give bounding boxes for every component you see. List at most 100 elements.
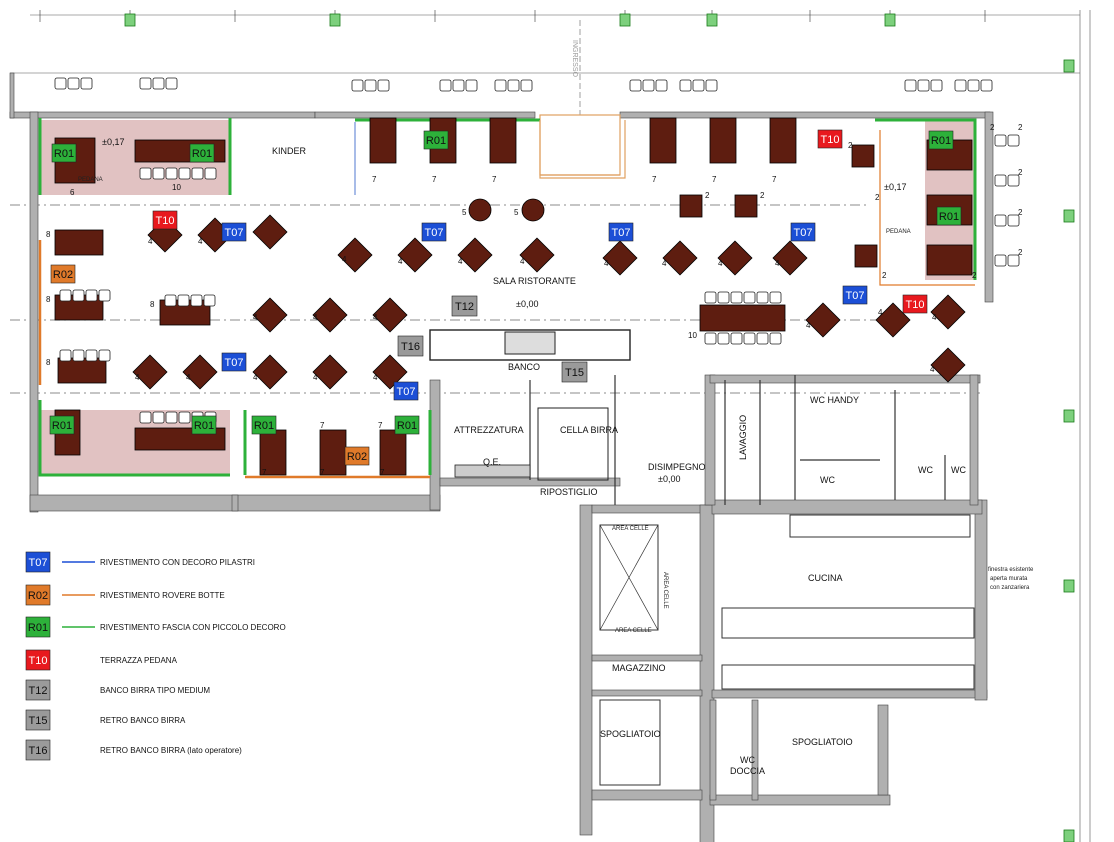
- seat-count: 6: [70, 188, 75, 197]
- seat-count: 4: [718, 259, 723, 268]
- chair: [980, 79, 993, 92]
- seat-count: 4: [878, 308, 883, 317]
- tag-box: [842, 285, 868, 305]
- wall-cucina-right: [974, 499, 988, 701]
- wall-cucina-top: [711, 499, 983, 515]
- chair: [59, 289, 72, 302]
- tag-label: T07: [425, 227, 444, 239]
- column-marker: [1063, 59, 1075, 73]
- seat-count: 2: [882, 271, 887, 280]
- chair: [994, 174, 1007, 187]
- table-square: [252, 297, 288, 333]
- tag-label: R01: [254, 420, 274, 432]
- tag-t10: T10: [152, 210, 178, 230]
- bar-counter-outline: [429, 329, 631, 361]
- wall-spog2-right: [877, 704, 889, 796]
- table-booth-lower: [379, 429, 407, 476]
- seat-count: 5: [462, 208, 467, 217]
- legend-code: T07: [29, 557, 48, 569]
- chair: [191, 167, 204, 180]
- wall-top-mid: [314, 111, 536, 119]
- legend-text: RIVESTIMENTO FASCIA CON PICCOLO DECORO: [100, 623, 286, 632]
- table-square: [772, 240, 808, 276]
- table-square: [372, 354, 408, 390]
- column-marker: [1063, 409, 1075, 423]
- legend-text: RIVESTIMENTO ROVERE BOTTE: [100, 591, 225, 600]
- table-square: [930, 347, 966, 383]
- chair: [72, 349, 85, 362]
- chair: [139, 167, 152, 180]
- tag-label: T07: [846, 290, 865, 302]
- chair: [520, 79, 533, 92]
- room-wc-doccia-wc: WC: [740, 755, 755, 765]
- seat-count: 7: [372, 175, 377, 184]
- beer-cell: [537, 407, 609, 481]
- seat-count: 4: [930, 365, 935, 374]
- tag-t07: T07: [221, 222, 247, 242]
- table-2: [734, 194, 758, 218]
- tag-box: [902, 294, 928, 314]
- chair: [165, 167, 178, 180]
- chair: [655, 79, 668, 92]
- room-ripostiglio: RIPOSTIGLIO: [540, 487, 598, 497]
- legend-text: RIVESTIMENTO CON DECORO PILASTRI: [100, 558, 255, 567]
- table-square: [372, 297, 408, 333]
- chair: [178, 167, 191, 180]
- tag-box: [251, 415, 277, 435]
- sala-level: ±0,00: [516, 299, 538, 309]
- seat-count: 8: [46, 230, 51, 239]
- wall-lavaggio-left: [704, 374, 716, 506]
- legend-text: RETRO BANCO BIRRA: [100, 716, 186, 725]
- chair: [769, 332, 782, 345]
- seat-count: 10: [172, 183, 181, 192]
- chair: [177, 294, 190, 307]
- tag-label: R02: [347, 451, 367, 463]
- chair: [152, 167, 165, 180]
- seat-count: 4: [458, 257, 463, 266]
- level-right: ±0,17: [884, 182, 906, 192]
- legend-code: R02: [28, 590, 48, 602]
- chair: [364, 79, 377, 92]
- tag-label: R01: [52, 420, 72, 432]
- legend-text: RETRO BANCO BIRRA (lato operatore): [100, 746, 242, 755]
- chair: [98, 289, 111, 302]
- table-booth-lower: [319, 429, 347, 476]
- wall-spog2-bottom: [709, 794, 891, 806]
- table-square: [805, 302, 841, 338]
- chair: [717, 332, 730, 345]
- table-square: [252, 214, 288, 250]
- room-lavaggio: LAVAGGIO: [738, 415, 748, 460]
- chair: [139, 77, 152, 90]
- seat-count: 2: [1018, 248, 1023, 257]
- tag-label: R01: [426, 135, 446, 147]
- tag-label: T10: [906, 299, 925, 311]
- chair: [67, 77, 80, 90]
- window-note-3: con zanzariera: [990, 585, 1030, 591]
- legend-swatch: [25, 649, 51, 671]
- chair: [679, 79, 692, 92]
- seat-count: 2: [1018, 168, 1023, 177]
- pedana-label-left: PEDANA: [78, 177, 103, 183]
- table-booth: [369, 117, 397, 164]
- chair: [743, 332, 756, 345]
- window-note-1: finestra esistente: [988, 567, 1034, 573]
- table-10: [699, 304, 786, 332]
- tag-r01: R01: [51, 143, 77, 163]
- room-area-celle-2: AREA CELLE: [615, 628, 652, 634]
- seat-count: 4: [806, 321, 811, 330]
- chair: [1007, 254, 1020, 267]
- seat-count: 7: [320, 468, 325, 477]
- table-square: [519, 237, 555, 273]
- chair: [164, 294, 177, 307]
- room-cucina: CUCINA: [808, 573, 843, 583]
- window-note-2: aperta murata: [990, 576, 1028, 582]
- chair: [203, 294, 216, 307]
- seat-count: 2: [1018, 123, 1023, 132]
- chair: [704, 332, 717, 345]
- tag-r01: R01: [423, 130, 449, 150]
- chair: [743, 291, 756, 304]
- legend-swatch: [25, 739, 51, 761]
